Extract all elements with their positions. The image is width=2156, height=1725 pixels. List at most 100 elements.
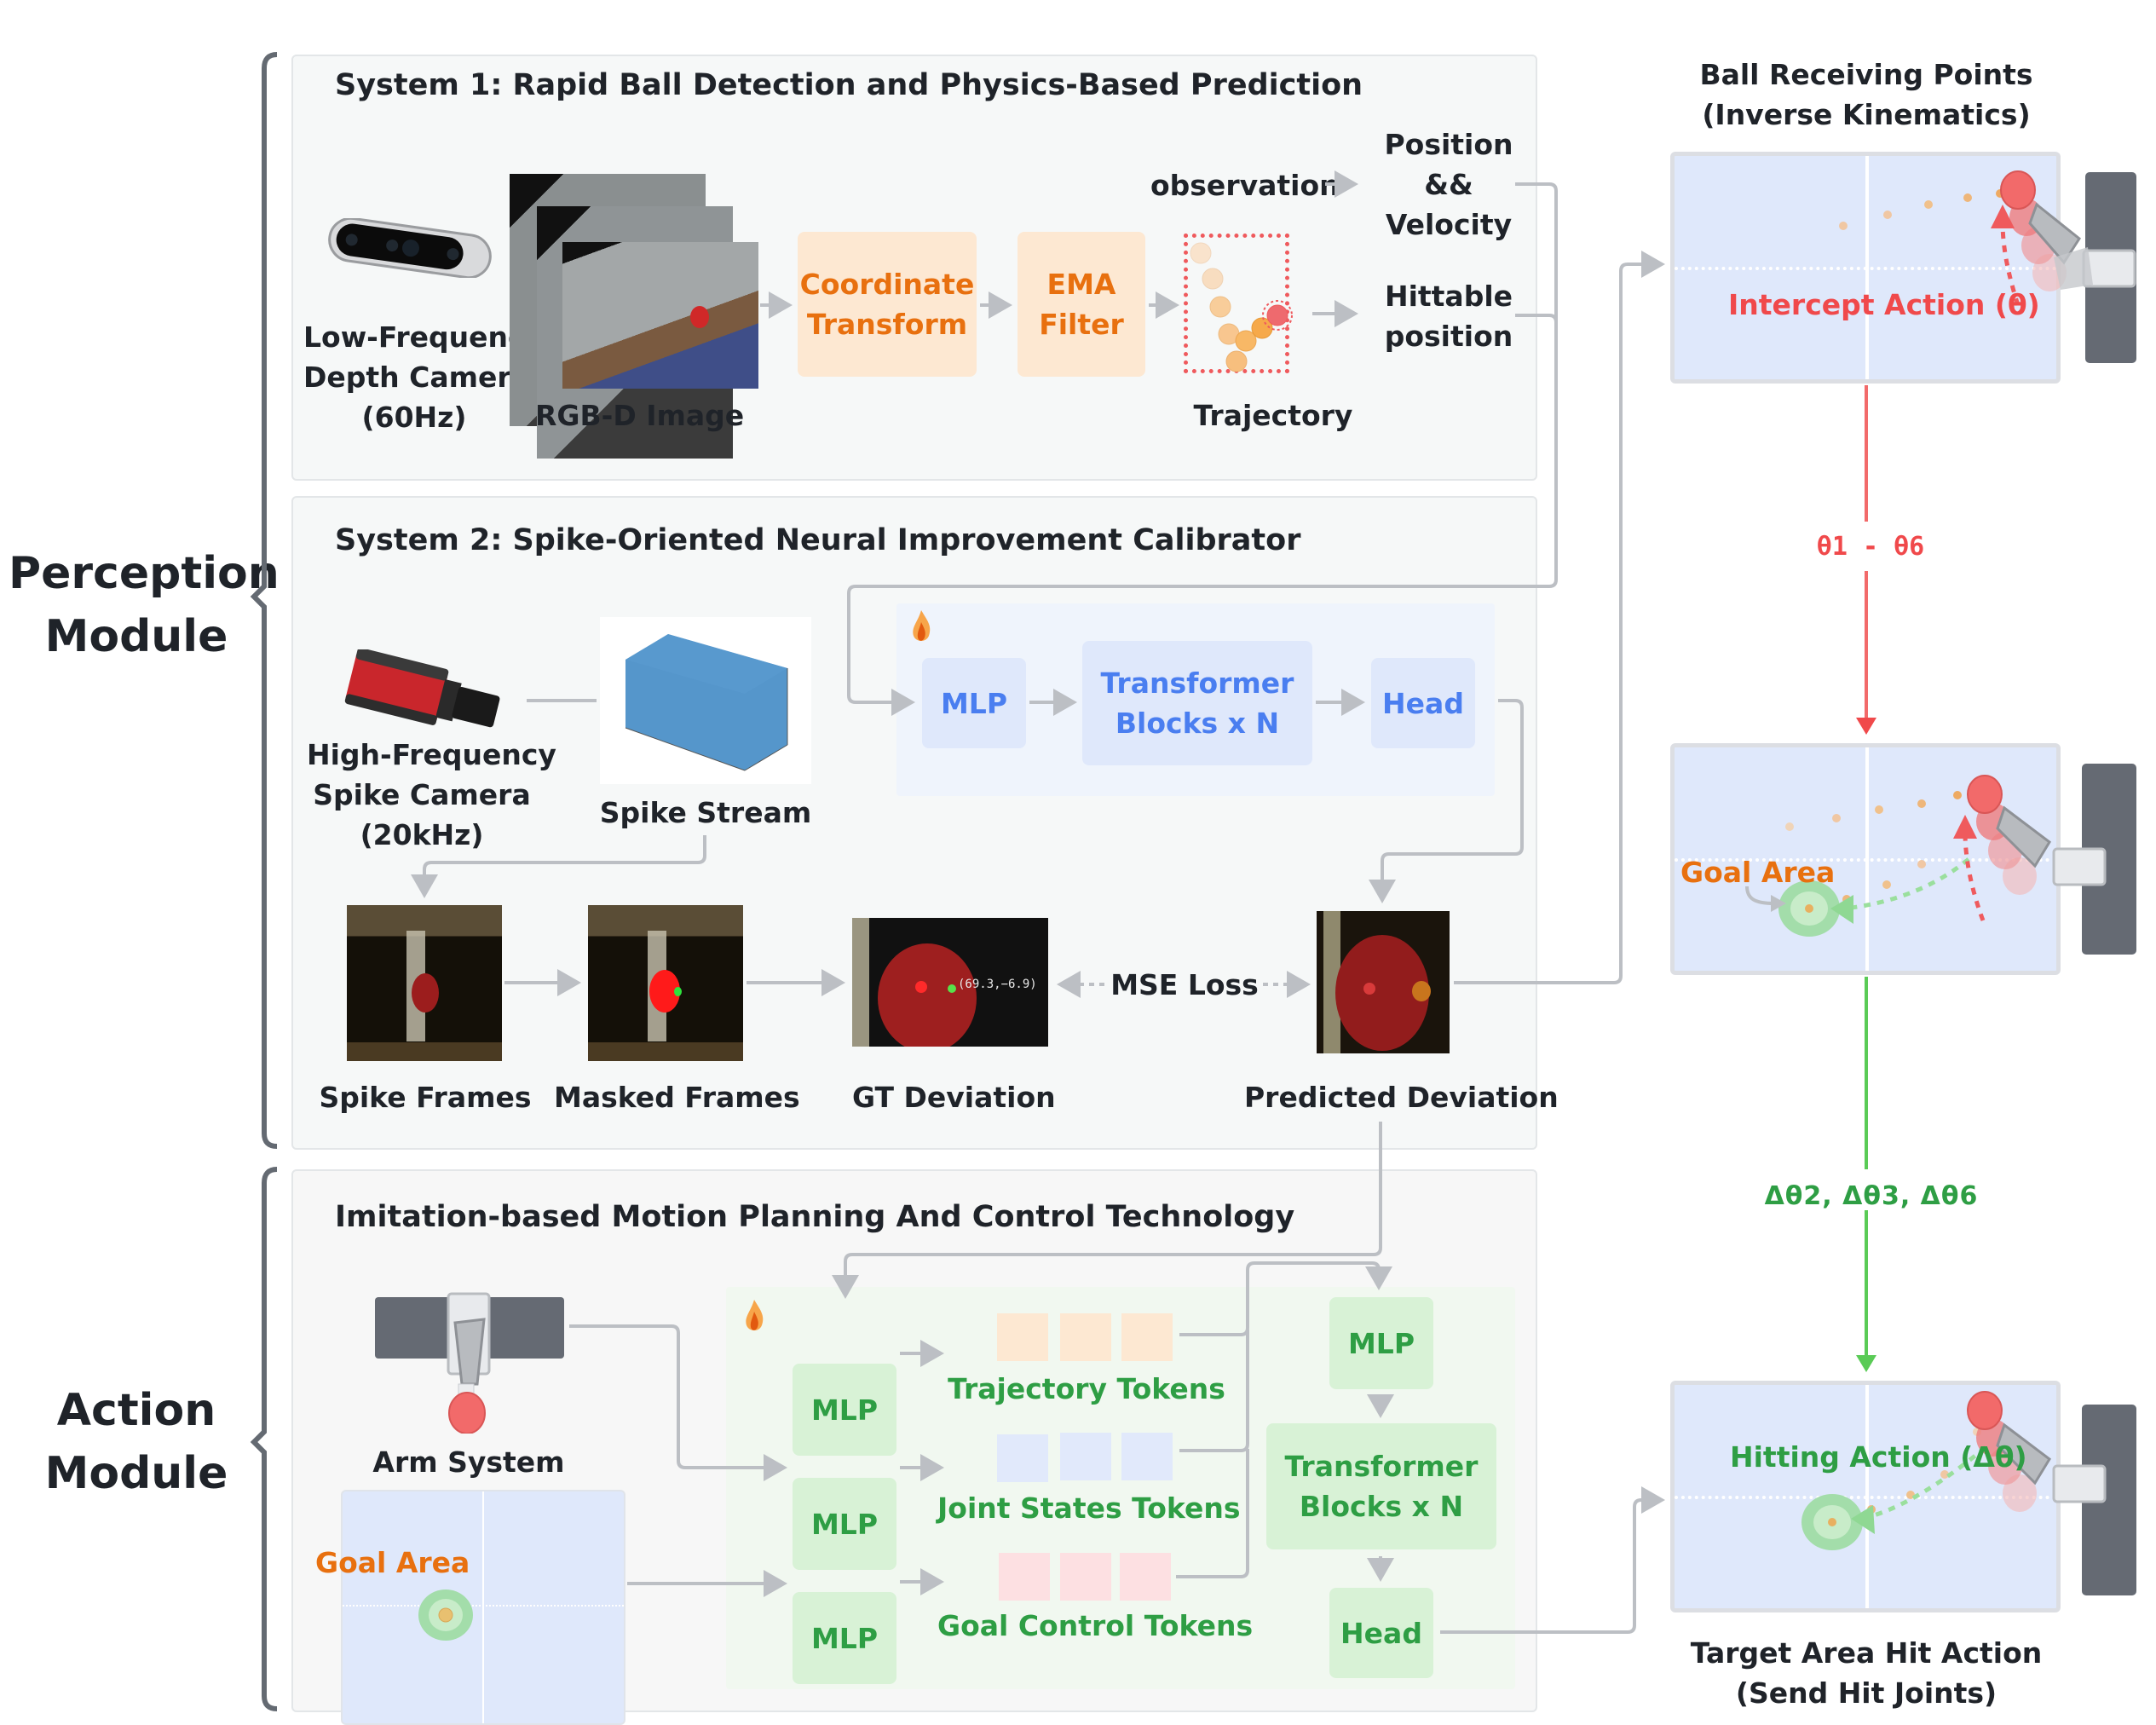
spike-stream-plot [600, 617, 811, 784]
spike-frame-ball [412, 973, 439, 1012]
action-title: Imitation-based Motion Planning And Cont… [335, 1200, 1295, 1234]
target-area-title-line2: (Send Hit Joints) [1735, 1676, 1997, 1710]
gt-deviation-ball [878, 943, 977, 1047]
trajectory-mlp-block: MLP [793, 1364, 896, 1456]
action-transformer-block: Transformer Blocks x N [1266, 1423, 1496, 1549]
gt-center-dot [915, 981, 927, 993]
incoming-ball-point [1832, 814, 1841, 822]
spike-camera-label-line2: Spike Camera [313, 778, 531, 811]
system1-title: System 1: Rapid Ball Detection and Physi… [335, 68, 1363, 102]
rgbd-frame-3 [562, 242, 758, 389]
action-head-block: Head [1329, 1588, 1433, 1678]
goal-area-label: Goal Area [1680, 856, 1836, 889]
perception-module-label: Perception Module [9, 542, 280, 668]
hitting-action-label: Hitting Action (Δθ) [1730, 1440, 2027, 1474]
goal-control-token [999, 1553, 1050, 1601]
coordinate-transform-block: Coordinate Transform [798, 232, 977, 377]
paddle [1967, 1391, 2003, 1430]
goal-control-token [1120, 1553, 1171, 1601]
perception-module-line2: Module [44, 611, 228, 662]
incoming-ball-point [1785, 822, 1794, 831]
position-velocity-line3: Velocity [1385, 208, 1513, 241]
ball-receiving-title: Ball Receiving Points (Inverse Kinematic… [1653, 55, 2079, 135]
intercept-robot-arm [1790, 162, 2147, 366]
return-ball-point [1882, 880, 1891, 889]
predicted-deviation-label: Predicted Deviation [1244, 1081, 1559, 1114]
trajectory-point [1202, 268, 1224, 290]
arm-system-icon [373, 1289, 566, 1434]
action-goal-table [341, 1490, 625, 1725]
paddle [2003, 1474, 2037, 1512]
spike-stream-label: Spike Stream [599, 796, 812, 829]
theta-range-label: θ1 - θ6 [1816, 532, 1925, 562]
hittable-position-line2: position [1384, 320, 1513, 353]
incoming-ball-point [1883, 211, 1892, 219]
target-area-title-line1: Target Area Hit Action [1690, 1636, 2043, 1670]
paddle [1967, 775, 2003, 814]
depth-camera-label-line2: Depth Camera [303, 361, 530, 394]
action-goal-table-dotline [343, 1605, 624, 1607]
return-ball-point [1940, 1470, 1949, 1479]
gt-target-dot [948, 984, 956, 993]
masked-frame-marker [674, 987, 682, 996]
action-goal-area-label: Goal Area [315, 1546, 470, 1579]
system2-transformer-line1: Transformer [1100, 666, 1294, 700]
predicted-arm [1323, 911, 1340, 1053]
depth-camera-label-line3: (60Hz) [361, 401, 467, 434]
position-velocity-line2: && [1424, 168, 1473, 201]
action-module-line1: Action [56, 1385, 216, 1436]
target-area-title: Target Area Hit Action (Send Hit Joints) [1653, 1633, 2079, 1713]
action-mlp-block: MLP [1329, 1297, 1433, 1389]
action-module-line2: Module [44, 1448, 228, 1499]
arm-system-label: Arm System [372, 1445, 565, 1479]
rgbd-ball [690, 306, 709, 328]
spike-frames-label: Spike Frames [319, 1081, 532, 1114]
spike-camera-label-line1: High-Frequency [307, 738, 556, 771]
predicted-orange-ball [1412, 981, 1431, 1001]
gt-deviation-arm [852, 918, 869, 1047]
depth-camera-icon [326, 216, 494, 280]
action-goal-target-icon [418, 1589, 474, 1641]
goal-table-dotline [1675, 858, 2056, 862]
goal-target-center [1828, 1518, 1836, 1526]
joint-tokens-label: Joint States Tokens [937, 1491, 1241, 1525]
system2-transformer-line2: Blocks x N [1115, 707, 1280, 740]
depth-camera-label: Low-Frequency Depth Camera (60Hz) [303, 317, 543, 437]
ball-receiving-title-line2: (Inverse Kinematics) [1702, 98, 2031, 131]
spike-camera-icon [341, 648, 511, 735]
intercept-table [1670, 152, 2061, 384]
coordinate-transform-line1: Coordinate [799, 268, 975, 301]
incoming-ball-point [1839, 222, 1848, 230]
incoming-ball-point [1953, 791, 1962, 799]
spike-frame-image [347, 905, 502, 1061]
position-velocity-label: Position && Velocity [1363, 124, 1534, 245]
trainable-flame-icon [910, 610, 932, 644]
masked-frame-image [588, 905, 743, 1061]
hittable-position-label: Hittable position [1363, 276, 1534, 356]
intercept-action-label: Intercept Action (θ) [1728, 288, 2040, 321]
incoming-ball-point [1924, 200, 1933, 209]
coordinate-transform-line2: Transform [806, 308, 968, 341]
action-module-label: Action Module [9, 1379, 264, 1505]
predicted-deviation-image [1317, 911, 1450, 1053]
system2-transformer-block: Transformer Blocks x N [1082, 641, 1312, 765]
gt-deviation-value: (69.3,−6.9) [958, 978, 1037, 991]
position-velocity-line1: Position [1384, 128, 1513, 161]
trajectory-label: Trajectory [1193, 399, 1353, 432]
trajectory-token [1060, 1313, 1111, 1361]
trajectory-token [997, 1313, 1048, 1361]
trajectory-tokens-label: Trajectory Tokens [948, 1372, 1225, 1405]
goal-tokens-label: Goal Control Tokens [937, 1609, 1254, 1642]
goal-robot-arm [1670, 750, 2147, 972]
trajectory-token [1121, 1313, 1173, 1361]
observation-label: observation [1150, 169, 1340, 202]
trajectory-balls [1176, 230, 1346, 384]
perception-module-line1: Perception [9, 548, 280, 599]
goal-target-center [1805, 904, 1813, 913]
predicted-center-dot [1363, 983, 1375, 995]
joint-state-token [1121, 1433, 1173, 1480]
ema-filter-line2: Filter [1039, 308, 1124, 341]
paddle [2000, 170, 2036, 210]
ball-receiving-title-line1: Ball Receiving Points [1699, 58, 2033, 91]
incoming-ball-point [1875, 805, 1883, 814]
